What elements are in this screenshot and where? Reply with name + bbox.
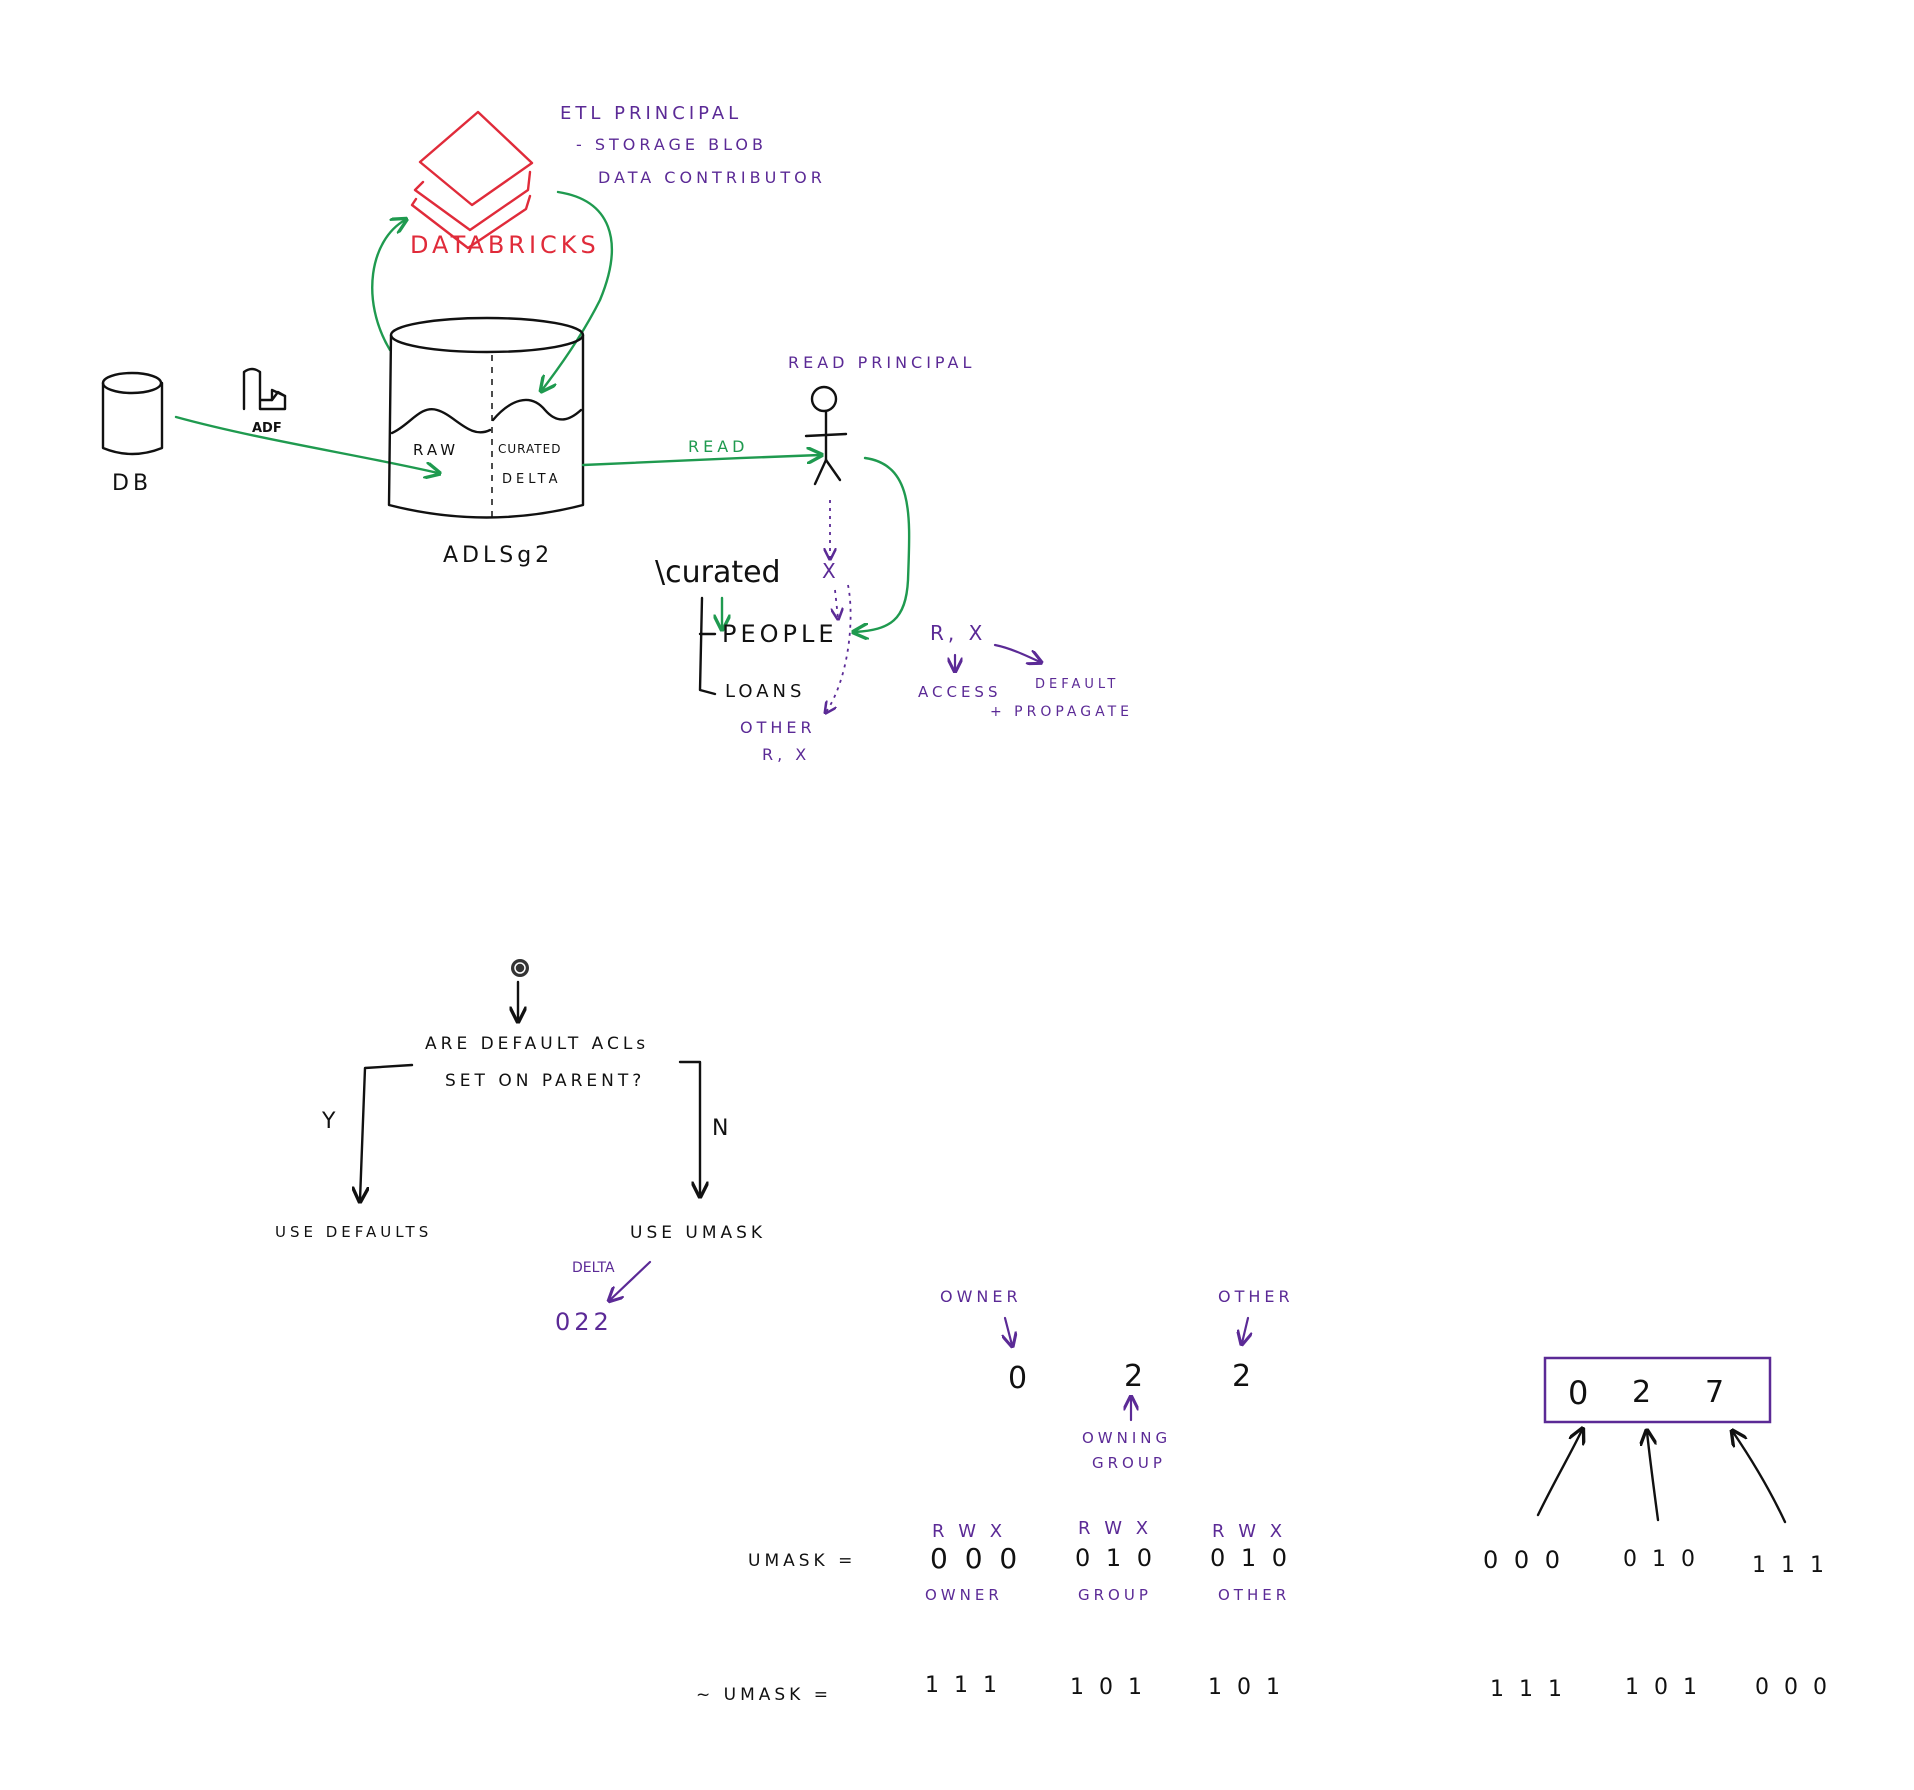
etl-principal-note: ETL PRINCIPAL - STORAGE BLOB DATA CONTRI… [560, 103, 826, 187]
owner-caption: OWNER [940, 1287, 1022, 1306]
other-caption: OTHER [1218, 1287, 1294, 1306]
other-bits-arrow [1733, 1432, 1787, 1524]
question-line1: ARE DEFAULT ACLs [425, 1034, 649, 1054]
class-other-label: OTHER [1218, 1586, 1290, 1604]
yes-branch-arrow [360, 1063, 414, 1200]
adf-factory-icon [242, 367, 287, 411]
umask-027-group-digit: 2 [1632, 1375, 1651, 1410]
delta-note: DELTA [572, 1260, 615, 1276]
read-arrow [581, 455, 820, 467]
class-owner-label: OWNER [925, 1586, 1003, 1604]
rwx-header-other: R W X [1212, 1521, 1286, 1542]
umask-group-digit: 2 [1124, 1359, 1143, 1394]
other-dotted-arrow [826, 584, 852, 712]
owner-digit-arrow [1005, 1316, 1012, 1345]
umask-other-bits: 0 1 0 [1210, 1544, 1291, 1572]
access-label: ACCESS [918, 683, 1001, 701]
etl-principal-title: ETL PRINCIPAL [560, 103, 742, 124]
databricks-logo-icon [410, 110, 534, 250]
read-principal-label: READ PRINCIPAL [788, 353, 975, 372]
ingest-arrow [174, 415, 438, 473]
not-umask-027-owner-bits: 1 1 1 [1490, 1677, 1566, 1702]
other-label: OTHER [740, 718, 816, 737]
umask-row-label: UMASK = [748, 1551, 856, 1571]
adf-label: ADF [252, 421, 282, 436]
etl-principal-role-line1: - STORAGE BLOB [576, 135, 767, 154]
read-label: READ [688, 437, 749, 456]
propagate-label: + PROPAGATE [990, 704, 1133, 720]
delta-umask-value: 022 [555, 1308, 613, 1336]
owning-group-caption-1: OWNING [1082, 1429, 1171, 1447]
start-symbol-icon [511, 959, 529, 977]
umask-027-other-bits: 1 1 1 [1752, 1553, 1828, 1578]
owning-group-caption-2: GROUP [1092, 1454, 1166, 1472]
umask-027-group-bits: 0 1 0 [1623, 1547, 1699, 1572]
owner-bits-arrow [1536, 1430, 1582, 1517]
yes-label: Y [321, 1109, 336, 1134]
other-digit-arrow [1242, 1316, 1248, 1343]
use-defaults-label: USE DEFAULTS [275, 1223, 432, 1241]
raw-zone-label: RAW [413, 441, 459, 459]
read-principal-person-icon [804, 385, 848, 486]
default-arrow [993, 643, 1040, 662]
umask-owner-digit: 0 [1008, 1361, 1027, 1396]
adlsg2-cylinder-icon [387, 316, 585, 520]
loans-folder-label: LOANS [725, 681, 805, 702]
databricks-write-arrow [542, 190, 614, 390]
umask-027-owner-digit: 0 [1568, 1374, 1588, 1412]
umask-027-owner-bits: 0 0 0 [1483, 1546, 1564, 1574]
not-umask-027-group-bits: 1 0 1 [1625, 1675, 1701, 1700]
etl-principal-role-line2: DATA CONTRIBUTOR [598, 168, 826, 187]
people-permission-label: R, X [930, 621, 986, 645]
people-dotted-arrow [835, 589, 838, 618]
class-group-label: GROUP [1078, 1586, 1152, 1604]
db-label: DB [112, 471, 152, 496]
rwx-header-group: R W X [1078, 1518, 1152, 1539]
group-bits-arrow [1647, 1432, 1660, 1522]
umask-027-box [1543, 1356, 1772, 1424]
curated-folder-label: \curated [655, 555, 781, 590]
not-umask-027-other-bits: 0 0 0 [1755, 1675, 1831, 1700]
umask-other-digit: 2 [1232, 1359, 1251, 1394]
people-folder-label: PEOPLE [722, 620, 838, 648]
default-label: DEFAULT [1035, 677, 1119, 692]
root-permission-x: X [822, 559, 836, 583]
other-permission-label: R, X [762, 745, 810, 764]
not-umask-group-bits: 1 0 1 [1070, 1675, 1146, 1700]
delta-arrow [610, 1260, 652, 1300]
umask-group-bits: 0 1 0 [1075, 1544, 1156, 1572]
use-umask-label: USE UMASK [630, 1223, 766, 1243]
no-label: N [712, 1116, 728, 1141]
curated-zone-label: CURATED [498, 442, 561, 456]
person-to-people-arrow [855, 456, 911, 632]
no-branch-arrow [678, 1060, 700, 1195]
not-umask-row-label: ~ UMASK = [696, 1685, 832, 1705]
not-umask-other-bits: 1 0 1 [1208, 1675, 1284, 1700]
databricks-label: DATABRICKS [410, 231, 600, 259]
question-line2: SET ON PARENT? [445, 1071, 645, 1091]
databricks-read-arrow [371, 220, 405, 352]
not-umask-owner-bits: 1 1 1 [925, 1673, 1001, 1698]
umask-027-other-digit: 7 [1705, 1375, 1724, 1410]
adlsg2-label: ADLSg2 [443, 543, 553, 568]
rwx-header-owner: R W X [932, 1521, 1006, 1542]
db-cylinder-icon [101, 371, 164, 456]
delta-label: DELTA [502, 472, 562, 487]
umask-owner-bits: 0 0 0 [930, 1542, 1021, 1575]
